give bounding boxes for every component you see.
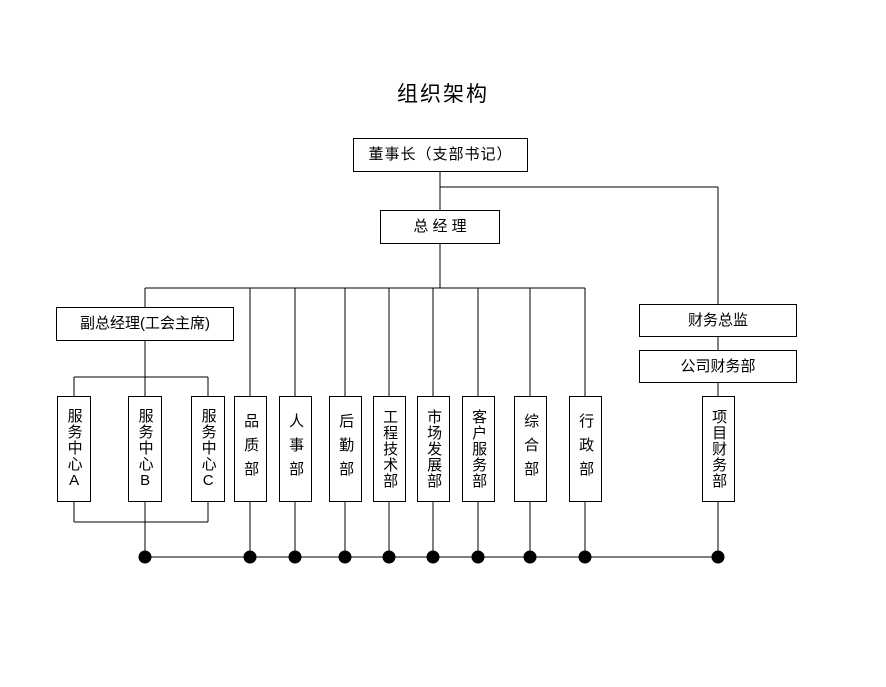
terminal-dot [523,550,537,564]
node-hr-dept[interactable]: 人事部 [279,396,312,502]
node-vice-general-manager[interactable]: 副总经理(工会主席) [56,307,234,341]
node-project-finance-dept[interactable]: 项目财务部 [702,396,735,502]
node-service-center-c[interactable]: 服务中心C [191,396,225,502]
node-cfo[interactable]: 财务总监 [639,304,797,337]
terminal-dot [338,550,352,564]
node-general-manager[interactable]: 总 经 理 [380,210,500,244]
node-engineering-tech-dept[interactable]: 工程技术部 [373,396,406,502]
terminal-dot [426,550,440,564]
node-administration-dept[interactable]: 行政部 [569,396,602,502]
node-chairman[interactable]: 董事长（支部书记） [353,138,528,172]
terminal-dot [711,550,725,564]
terminal-dot [578,550,592,564]
node-market-development-dept[interactable]: 市场发展部 [417,396,450,502]
node-logistics-dept[interactable]: 后勤部 [329,396,362,502]
terminal-dot [243,550,257,564]
node-customer-service-dept[interactable]: 客户服务部 [462,396,495,502]
terminal-dot [382,550,396,564]
node-quality-dept[interactable]: 品质部 [234,396,267,502]
terminal-dot [471,550,485,564]
node-service-center-a[interactable]: 服务中心A [57,396,91,502]
terminal-dot [138,550,152,564]
terminal-dot [288,550,302,564]
node-general-affairs-dept[interactable]: 综合部 [514,396,547,502]
node-company-finance-dept[interactable]: 公司财务部 [639,350,797,383]
page-title: 组织架构 [397,83,489,106]
node-service-center-b[interactable]: 服务中心B [128,396,162,502]
